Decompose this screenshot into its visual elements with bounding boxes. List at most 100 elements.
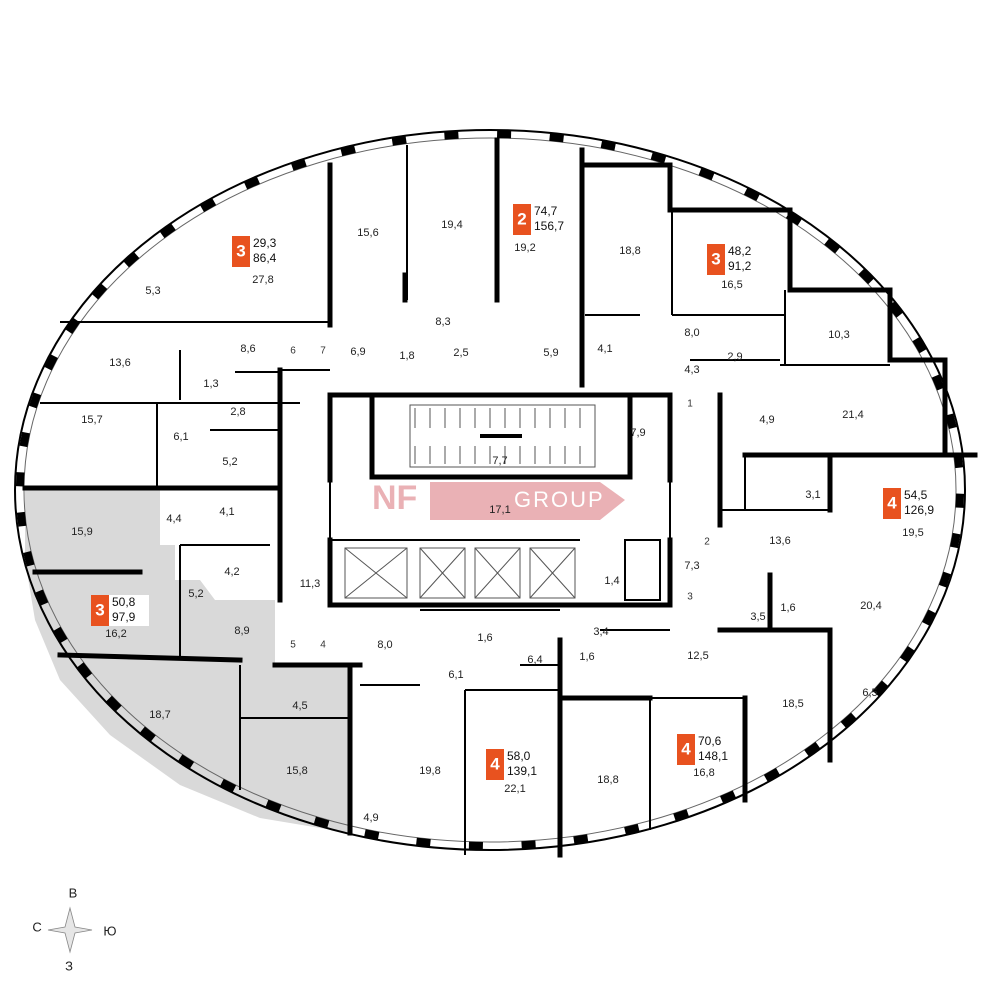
badge-living-area: 74,7 (534, 204, 558, 218)
facade-column (955, 493, 965, 508)
room-area: 5,9 (543, 347, 558, 359)
badge-room-count: 3 (95, 600, 104, 619)
room-area: 18,7 (149, 709, 170, 721)
compass-east: Ю (103, 923, 116, 938)
facade-column (29, 392, 42, 409)
facade-column (243, 176, 261, 190)
room-area: 5,3 (145, 285, 160, 297)
facade-column (19, 431, 30, 448)
room-area: 17,1 (489, 504, 510, 516)
room-area: 7,9 (630, 427, 645, 439)
facade-column (391, 135, 407, 146)
room-area: 7,7 (492, 455, 507, 467)
partition-walls (22, 137, 978, 858)
facade-column (804, 741, 821, 757)
nf-group-logo: NF GROUP (372, 479, 625, 520)
room-area: 19,2 (514, 242, 535, 254)
room-area: 12,5 (687, 650, 708, 662)
room-area: 15,8 (286, 765, 307, 777)
room-area: 8,3 (435, 316, 450, 328)
room-area: 18,8 (597, 774, 618, 786)
room-area: 13,6 (769, 535, 790, 547)
facade-column (600, 140, 616, 151)
badge-area-box (531, 204, 571, 235)
facade-column (200, 198, 217, 213)
room-area: 4,1 (597, 343, 612, 355)
room-area: 1,6 (780, 602, 795, 614)
badge-room-count: 4 (490, 754, 500, 773)
facade-column (106, 695, 122, 712)
room-area: 6,5 (862, 687, 877, 699)
room-area: 4,3 (684, 364, 699, 376)
facade-column (763, 767, 780, 782)
room-area: 4,1 (219, 506, 234, 518)
room-area: 13,6 (109, 357, 130, 369)
room-area: 19,8 (419, 765, 440, 777)
facade-column (938, 571, 951, 588)
facade-column (824, 238, 841, 254)
badge-rooms-box (677, 734, 695, 765)
facade-column (549, 132, 564, 143)
room-area: 15,7 (81, 414, 102, 426)
badge-total-area: 91,2 (728, 259, 752, 273)
room-area: 4,4 (166, 513, 181, 525)
compass-north: В (69, 885, 78, 900)
badge-total-area: 156,7 (534, 219, 564, 233)
badge-living-area: 48,2 (728, 244, 752, 258)
facade-column (92, 283, 108, 300)
badge-total-area: 97,9 (112, 610, 136, 624)
badge-area-box (109, 595, 149, 626)
room-area: 19,5 (902, 527, 923, 539)
badge-total-area: 148,1 (698, 749, 728, 763)
room-area: 10,3 (828, 329, 849, 341)
apartment-badge-apt-c[interactable]: 3 48,291,2 (707, 244, 765, 275)
logo-suffix: GROUP (514, 487, 605, 512)
badge-total-area: 86,4 (253, 251, 277, 265)
facade-column (521, 840, 536, 850)
room-area: 7,3 (684, 560, 699, 572)
room-area: 11,3 (300, 578, 321, 590)
door-marker: 2 (704, 537, 710, 548)
badge-room-count: 3 (711, 249, 720, 268)
badge-rooms-box (91, 595, 109, 626)
room-area: 4,9 (759, 414, 774, 426)
room-area: 19,4 (441, 219, 462, 231)
badge-total-area: 139,1 (507, 764, 537, 778)
facade-column (340, 145, 356, 157)
room-area: 1,6 (477, 632, 492, 644)
room-area: 5,2 (222, 456, 237, 468)
facade-column (444, 130, 459, 140)
facade-column (497, 130, 512, 139)
facade-column (53, 626, 68, 643)
badge-living-area: 70,6 (698, 734, 722, 748)
facade-column (44, 354, 58, 371)
elevator-1 (344, 547, 408, 599)
apartment-badge-apt-e[interactable]: 3 50,897,9 (91, 595, 149, 626)
room-area: 1,8 (399, 350, 414, 362)
facade-column (698, 167, 715, 181)
room-area: 4,5 (292, 700, 307, 712)
badge-living-area: 50,8 (112, 595, 136, 609)
facade-column (416, 837, 431, 848)
facade-columns (15, 130, 965, 850)
facade-column (139, 726, 156, 742)
badge-room-count: 4 (681, 739, 691, 758)
badge-living-area: 29,3 (253, 236, 277, 250)
room-area: 8,6 (240, 343, 255, 355)
room-area: 18,8 (619, 245, 640, 257)
elevator-4 (529, 547, 576, 599)
badge-area-box (504, 749, 544, 780)
facade-column (872, 680, 888, 697)
badge-rooms-box (513, 204, 531, 235)
compass-rose: В С Ю З (32, 885, 116, 973)
facade-column (178, 754, 195, 769)
facade-column (159, 223, 176, 239)
room-area: 22,1 (504, 783, 525, 795)
